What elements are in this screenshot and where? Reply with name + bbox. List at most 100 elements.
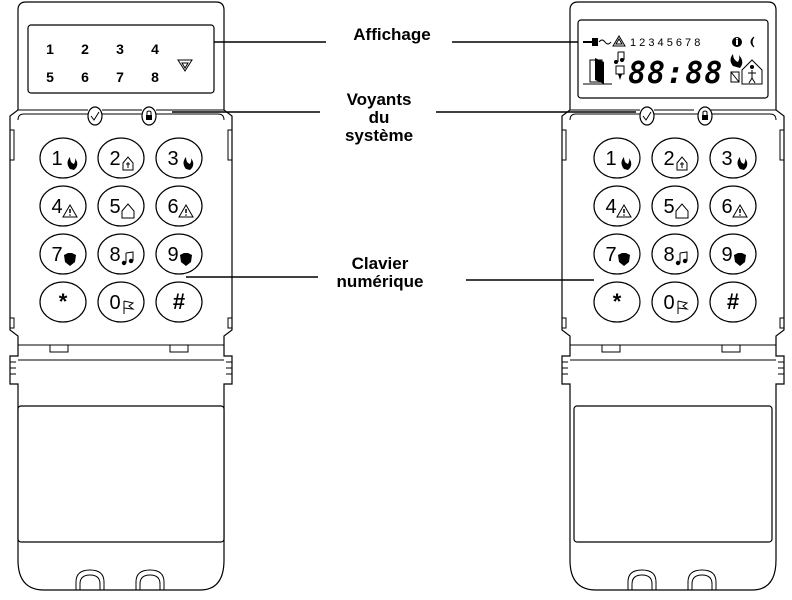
- fire-icon: [67, 157, 78, 170]
- key-label: *: [59, 289, 68, 314]
- key-label: #: [173, 289, 185, 314]
- key-7[interactable]: 7: [593, 233, 641, 275]
- key-label: 9: [167, 244, 178, 266]
- key-9[interactable]: 9: [155, 233, 203, 275]
- status-light-armed: [141, 106, 157, 126]
- callout-lights-line: du: [368, 108, 390, 127]
- key-label: 8: [663, 244, 674, 266]
- warning-icon: [616, 204, 632, 218]
- key-shape: [39, 281, 87, 323]
- key-shape: [155, 281, 203, 323]
- key-label: 7: [605, 244, 616, 266]
- key-label: 0: [663, 292, 674, 314]
- warning-icon: [178, 204, 194, 218]
- key-star[interactable]: *: [593, 281, 641, 323]
- key-label: 4: [605, 196, 616, 218]
- left-keypad: 1 2 3 4 5 6 7 8: [9, 1, 233, 591]
- moon-icon: [750, 36, 755, 48]
- key-star[interactable]: *: [39, 281, 87, 323]
- key-label: 5: [109, 196, 120, 218]
- status-light-armed: [697, 106, 713, 126]
- zone-number: 5: [46, 69, 54, 85]
- key-5[interactable]: 5: [97, 185, 145, 227]
- key-8[interactable]: 8: [651, 233, 699, 275]
- key-3[interactable]: 3: [709, 137, 757, 179]
- key-label: 5: [663, 196, 674, 218]
- key-5[interactable]: 5: [651, 185, 699, 227]
- key-label: *: [613, 289, 622, 314]
- key-shape: [651, 233, 699, 275]
- key-shape: [593, 185, 641, 227]
- fire-icon: [730, 54, 743, 68]
- key-6[interactable]: 6: [709, 185, 757, 227]
- key-label: 4: [51, 196, 62, 218]
- key-0[interactable]: 0: [651, 281, 699, 323]
- house-icon: [675, 203, 689, 219]
- callout-numeric-keypad: Clavier numérique: [310, 255, 450, 291]
- key-shape: [39, 233, 87, 275]
- police-badge-icon: [618, 253, 630, 266]
- key-label: 3: [167, 148, 178, 170]
- key-shape: [97, 233, 145, 275]
- zone-number: 7: [116, 69, 124, 85]
- key-0[interactable]: 0: [97, 281, 145, 323]
- leader-lines: [172, 41, 636, 281]
- key-7[interactable]: 7: [39, 233, 87, 275]
- status-light-ready: [639, 106, 655, 126]
- key-shape: [97, 185, 145, 227]
- warning-icon: [732, 204, 748, 218]
- key-4[interactable]: 4: [39, 185, 87, 227]
- key-label: #: [727, 289, 739, 314]
- key-hash[interactable]: #: [155, 281, 203, 323]
- key-shape: [651, 185, 699, 227]
- key-label: 2: [109, 148, 120, 170]
- stay-person-icon: [741, 59, 763, 85]
- fire-icon: [737, 157, 748, 170]
- key-1[interactable]: 1: [593, 137, 641, 179]
- right-keypad: 1 2 3 4 5 6 7 8 88:88: [561, 1, 785, 591]
- key-hash[interactable]: #: [709, 281, 757, 323]
- key-shape: [39, 137, 87, 179]
- key-2[interactable]: 2: [651, 137, 699, 179]
- key-label: 0: [109, 292, 120, 314]
- key-8[interactable]: 8: [97, 233, 145, 275]
- key-label: 9: [721, 244, 732, 266]
- lcd-zone-numbers: 1 2 3 4 5 6 7 8: [630, 37, 700, 49]
- key-label: 6: [167, 196, 178, 218]
- left-keypad-keys: 1 2 3 4 5 6 7 8 9 * 0 #: [39, 137, 203, 323]
- key-label: 8: [109, 244, 120, 266]
- key-shape: [97, 137, 145, 179]
- key-6[interactable]: 6: [155, 185, 203, 227]
- zone-number: 6: [81, 69, 89, 85]
- left-lid-window: [17, 405, 225, 543]
- bypass-icon: [730, 71, 740, 83]
- key-3[interactable]: 3: [155, 137, 203, 179]
- trouble-triangle-icon: [612, 35, 626, 47]
- music-note-icon: [675, 251, 688, 266]
- door-icon: [583, 58, 612, 85]
- right-lcd-panel: [577, 19, 769, 99]
- police-badge-icon: [180, 253, 192, 266]
- zone-number: 1: [46, 41, 54, 57]
- key-4[interactable]: 4: [593, 185, 641, 227]
- key-label: 7: [51, 244, 62, 266]
- key-9[interactable]: 9: [709, 233, 757, 275]
- callout-system-lights: Voyants du système: [318, 91, 440, 145]
- house-person-icon: [676, 156, 688, 171]
- key-label: 1: [51, 148, 62, 170]
- key-shape: [709, 281, 757, 323]
- warning-icon: [62, 204, 78, 218]
- trouble-triangle-icon: [177, 59, 193, 72]
- callout-keypad-line: Clavier: [351, 254, 409, 273]
- info-icon: [732, 37, 742, 47]
- key-1[interactable]: 1: [39, 137, 87, 179]
- fire-icon: [621, 157, 632, 170]
- zone-numbers: 1 2 3 4 5 6 7 8: [46, 41, 159, 85]
- key-2[interactable]: 2: [97, 137, 145, 179]
- callout-lights-line: système: [344, 126, 414, 145]
- checkmark-icon: [642, 111, 652, 121]
- key-label: 3: [721, 148, 732, 170]
- lcd-clock: 88:88: [628, 56, 723, 91]
- key-shape: [97, 281, 145, 323]
